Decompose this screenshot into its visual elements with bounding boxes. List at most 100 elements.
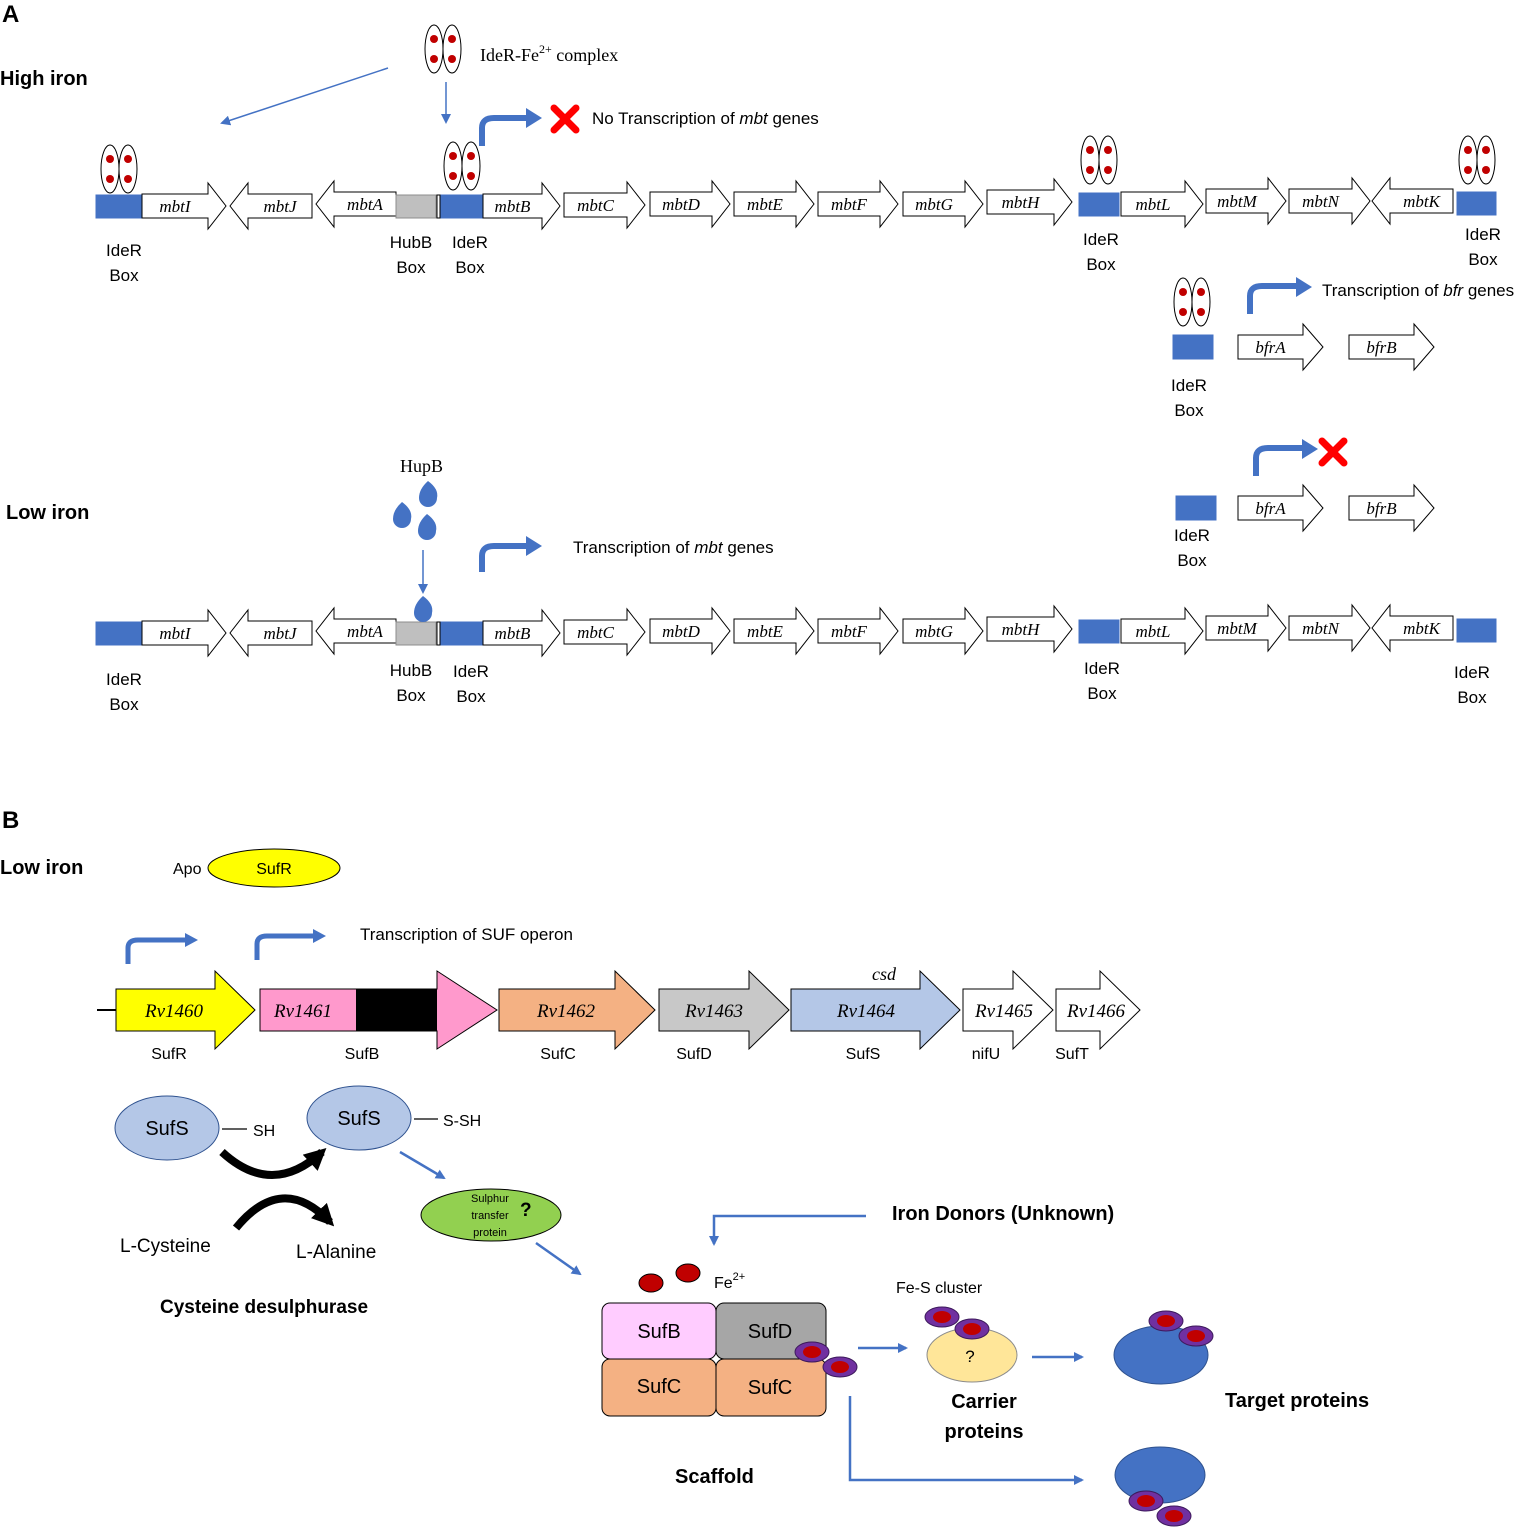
sufs-persulfide-protein (306, 1085, 412, 1151)
ider-fe-complex-icon (424, 24, 462, 74)
csd-label: csd (872, 964, 897, 984)
svg-text:SufC: SufC (748, 1377, 792, 1399)
suf-gene-arrow (115, 969, 256, 1051)
suf-protein-label: SufC (540, 1046, 576, 1063)
gene-label: mbtJ (263, 197, 298, 216)
gene-arrow (1120, 606, 1204, 656)
sufb-black-segment (356, 989, 437, 1031)
sulphur-arrow-1 (399, 1150, 446, 1180)
gene-arrow (1371, 176, 1454, 226)
suf-gene-label: Rv1462 (536, 1001, 596, 1022)
gene-label: mbtK (1403, 619, 1442, 638)
gene-label: mbtG (915, 622, 953, 641)
cysteine-desulphurase-label: Cysteine desulphurase (160, 1297, 368, 1318)
gene-label: mbtL (1136, 622, 1171, 641)
suf-protein-label: SufR (151, 1046, 187, 1063)
gene-arrow (1288, 176, 1371, 226)
fe-ion (638, 1273, 664, 1293)
ider-box-label: IdeR (1174, 526, 1210, 545)
gene-label: mbtF (831, 195, 868, 214)
fe-s-cluster-core (1137, 1495, 1155, 1507)
panel-a-label: A (2, 1, 19, 28)
gene-label: bfrA (1255, 338, 1286, 357)
fe-s-cluster-icon (1148, 1310, 1214, 1347)
gene-label: bfrB (1366, 499, 1397, 518)
ider-box-label: IdeR (106, 670, 142, 689)
gene-label: bfrA (1255, 499, 1286, 518)
ider-box (1078, 619, 1120, 644)
fe-s-cluster-core (803, 1346, 821, 1358)
hubb-box-label: HubB (390, 661, 433, 680)
gene-arrow (1237, 322, 1324, 372)
promoter-arrow-bfr-high (1247, 283, 1298, 314)
divider (436, 194, 441, 219)
ider-box-label: Box (1468, 250, 1498, 269)
gene-arrow (733, 179, 815, 229)
gene-label: mbtL (1136, 195, 1171, 214)
gene-label: mbtN (1302, 192, 1341, 211)
ider-box-label: Box (109, 695, 139, 714)
ider-fe-complex-icon (100, 144, 138, 194)
ider-box-label: IdeR (453, 662, 489, 681)
ider-box-label: Box (456, 687, 486, 706)
gene-arrow (649, 179, 731, 229)
sh-label: SH (253, 1123, 275, 1140)
transcription-mbt: Transcription of mbt genes (573, 538, 774, 557)
low-iron-label: Low iron (6, 502, 89, 524)
suf-protein-label: SufT (1055, 1046, 1089, 1063)
ider-fe-complex-icon (443, 141, 481, 191)
suf-protein-label: SufD (676, 1046, 712, 1063)
apo-label: Apo (173, 861, 202, 878)
gene-arrow (482, 181, 561, 231)
suf-operon: Rv1460SufRRv1461SufBRv1462SufCRv1463SufD… (115, 969, 1141, 1063)
svg-text:SufC: SufC (637, 1376, 681, 1398)
suf-protein-label: SufS (846, 1046, 881, 1063)
apo-sufr-label: SufR (256, 861, 292, 878)
ider-fe-complex-icon (424, 24, 462, 74)
fe-s-cluster-core (963, 1323, 981, 1335)
gene-arrow (141, 608, 227, 658)
ider-box (95, 621, 143, 646)
suf-gene-arrow (1055, 969, 1141, 1051)
gene-arrow (563, 607, 646, 657)
scaffold-to-target-arrow (848, 1396, 1084, 1485)
transcription-bfr: Transcription of bfr genes (1322, 281, 1514, 300)
gene-arrow (1348, 483, 1435, 533)
ider-box (440, 621, 484, 646)
promoter-arrow-mbt-low (479, 543, 528, 572)
ider-box-label: Box (1174, 401, 1204, 420)
reaction-arrow-top (219, 1147, 327, 1179)
gene-arrow (817, 179, 899, 229)
gene-arrow (1120, 179, 1204, 229)
gene-label: mbtC (577, 623, 615, 642)
gene-label: mbtM (1217, 192, 1258, 211)
hupb-drop (393, 502, 412, 528)
suf-gene-label: Rv1461 (273, 1001, 332, 1022)
ider-box (440, 194, 484, 219)
ider-box-label: IdeR (1465, 225, 1501, 244)
gene-arrow (1288, 603, 1371, 653)
target-proteins-label: Target proteins (1225, 1390, 1369, 1412)
complex-arrow-left (220, 67, 389, 126)
gene-arrow (315, 606, 397, 656)
ider-box (1175, 495, 1217, 521)
ider-box-label: IdeR (1454, 663, 1490, 682)
ssh-label: S-SH (443, 1113, 481, 1130)
hupb-drop (418, 514, 437, 540)
suf-gene-label: Rv1466 (1066, 1001, 1126, 1022)
gene-arrow (986, 177, 1073, 227)
gene-label: mbtD (662, 195, 701, 214)
apo-sufr-protein (207, 848, 341, 888)
gene-arrow (229, 181, 313, 231)
gene-arrow (141, 181, 227, 231)
sulphur-transfer-protein (420, 1188, 562, 1242)
hubb-box-label: Box (396, 258, 426, 277)
ider-box-label: Box (455, 258, 485, 277)
suf-promoter-2 (254, 933, 314, 960)
fe-label: Fe2+ (714, 1271, 745, 1292)
hupb-label: HupB (400, 456, 443, 476)
gene-label: mbtI (159, 624, 192, 643)
gene-label: mbtK (1403, 192, 1442, 211)
